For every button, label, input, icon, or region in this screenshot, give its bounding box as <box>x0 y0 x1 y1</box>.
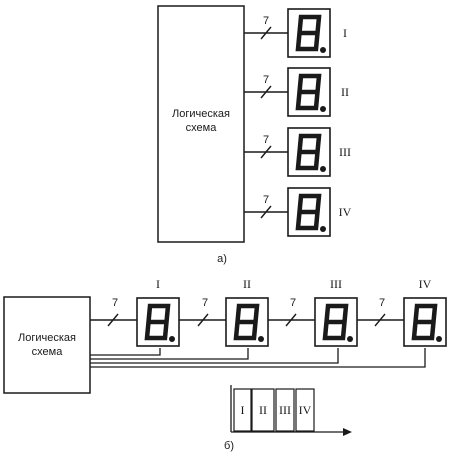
digit-display-a-3-segments <box>295 133 322 171</box>
logic-block-b-label-2: схема <box>32 346 64 358</box>
digit-display-a-2-segments <box>295 73 322 111</box>
logic-block-a-label-2: схема <box>186 122 218 134</box>
digit-display-a-1-frame <box>287 8 331 58</box>
bus-slash-b-4 <box>374 313 386 327</box>
digit-display-a-1-segments <box>295 14 322 52</box>
bus-width-label-b-3: 7 <box>290 297 296 309</box>
digit-display-b-1-decimal-point <box>169 336 175 342</box>
digit-numeral-a-1: I <box>343 26 347 40</box>
digit-display-a-1-decimal-point <box>320 47 326 53</box>
bus-width-label-b-4: 7 <box>379 297 385 309</box>
logic-block-a-label-1: Логическая <box>172 108 230 120</box>
bus-width-label-a-4: 7 <box>263 194 269 206</box>
bus-slash-a-3 <box>260 145 272 159</box>
digit-numeral-b-1: I <box>156 277 160 291</box>
digit-display-b-4 <box>403 297 447 347</box>
bus-width-label-a-1: 7 <box>263 15 269 27</box>
digit-display-a-3-frame <box>287 127 331 177</box>
digit-display-b-2-segments <box>233 303 260 341</box>
digit-display-b-2-frame <box>225 297 269 347</box>
logic-block-a <box>157 5 245 243</box>
bus-slash-a-1 <box>260 26 272 40</box>
timing-slot-label-1: I <box>241 403 245 417</box>
digit-display-b-1-segments <box>144 303 171 341</box>
digit-display-a-3 <box>287 127 331 177</box>
timing-slot-1 <box>233 388 252 432</box>
bus-slash-a-4 <box>260 205 272 219</box>
bus-width-label-b-1: 7 <box>112 297 118 309</box>
digit-display-a-4-frame <box>287 187 331 237</box>
bus-slash-b-1 <box>107 313 119 327</box>
digit-numeral-a-3: III <box>339 145 351 159</box>
timing-slot-label-2: II <box>259 403 267 417</box>
digit-display-b-3-decimal-point <box>347 336 353 342</box>
digit-display-a-2 <box>287 67 331 117</box>
digit-display-b-3-segments <box>322 303 349 341</box>
digit-display-b-4-decimal-point <box>436 336 442 342</box>
part-a-caption: а) <box>217 253 227 265</box>
digit-select-lines <box>90 348 426 368</box>
digit-numeral-b-2: II <box>243 277 251 291</box>
digit-display-a-4-decimal-point <box>320 226 326 232</box>
timing-slot-label-3: III <box>279 403 291 417</box>
digit-display-b-4-frame <box>403 297 447 347</box>
digit-display-b-1 <box>136 297 180 347</box>
bus-width-label-a-3: 7 <box>263 134 269 146</box>
bus-slash-a-2 <box>260 85 272 99</box>
digit-display-a-2-decimal-point <box>320 106 326 112</box>
bus-slash-b-2 <box>197 313 209 327</box>
part-b-bus-marks: 7 7 7 7 <box>107 297 386 327</box>
timing-slot-3 <box>275 388 295 432</box>
timing-slot-2 <box>251 388 275 432</box>
timing-slot-label-4: IV <box>299 403 312 417</box>
digit-display-a-1 <box>287 8 331 58</box>
digit-display-b-1-frame <box>136 297 180 347</box>
digit-numeral-b-3: III <box>330 277 342 291</box>
digit-numeral-a-4: IV <box>339 205 352 219</box>
bus-width-label-b-2: 7 <box>202 297 208 309</box>
bus-width-label-a-2: 7 <box>263 74 269 86</box>
digit-display-a-2-frame <box>287 67 331 117</box>
digit-display-b-3-frame <box>314 297 358 347</box>
digit-display-b-4-segments <box>411 303 438 341</box>
select-line-4 <box>90 348 426 368</box>
bus-slash-b-3 <box>285 313 297 327</box>
digit-display-a-3-decimal-point <box>320 166 326 172</box>
select-line-3 <box>90 348 339 364</box>
digit-display-a-4-segments <box>295 193 322 231</box>
logic-block-b <box>3 296 91 394</box>
timing-slot-4 <box>295 388 315 432</box>
timing-arrow-head <box>343 428 352 436</box>
digit-display-b-2 <box>225 297 269 347</box>
digit-display-b-3 <box>314 297 358 347</box>
digit-display-b-2-decimal-point <box>258 336 264 342</box>
part-b-caption: б) <box>224 440 234 452</box>
select-line-1 <box>90 348 161 356</box>
select-line-2 <box>90 348 249 360</box>
digit-display-a-4 <box>287 187 331 237</box>
digit-numeral-a-2: II <box>341 85 349 99</box>
logic-block-b-label-1: Логическая <box>18 332 76 344</box>
digit-numeral-b-4: IV <box>419 277 432 291</box>
